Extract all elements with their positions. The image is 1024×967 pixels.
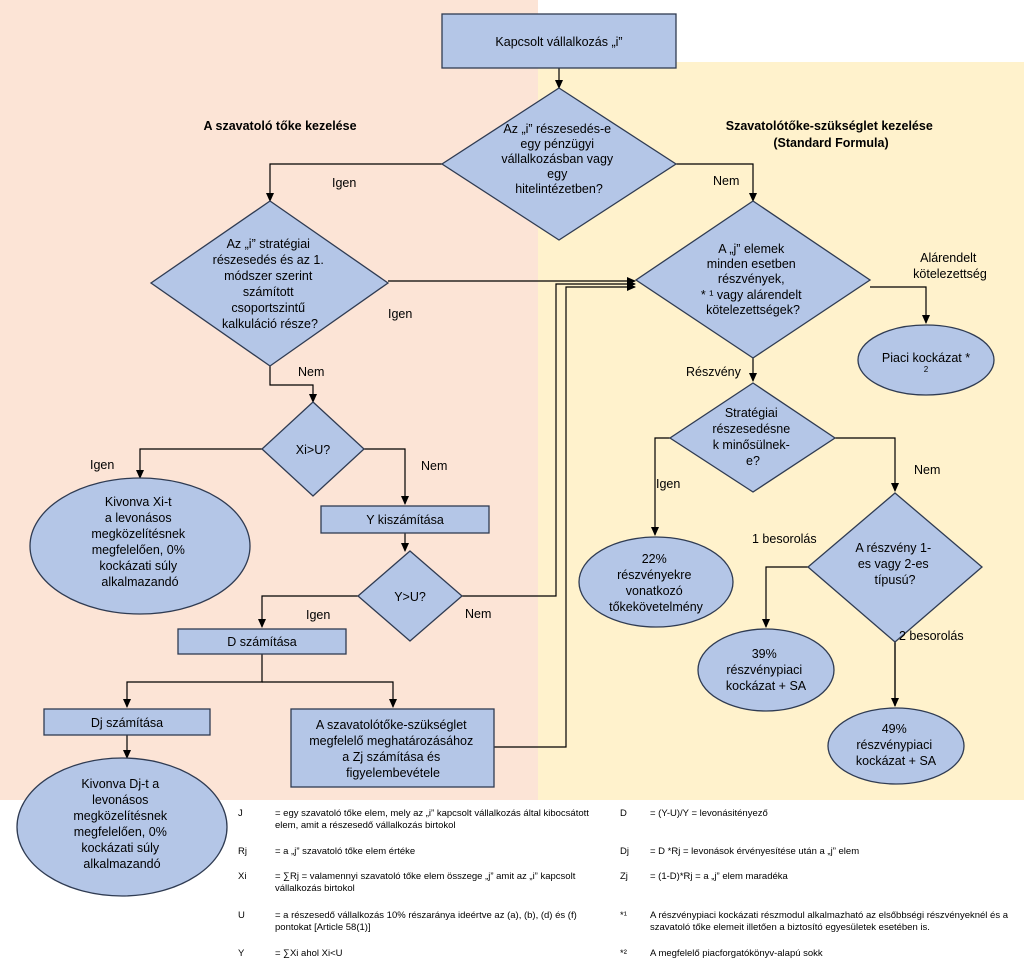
legend-symbol-rj: Rj — [238, 846, 247, 857]
label-besorolas-2: 2 besorolás — [899, 629, 964, 643]
decision-strategic-qualification-text: Stratégiai részesedésne k minősülnek- e? — [712, 406, 793, 468]
result-deduct-xi — [29, 477, 251, 615]
edge-d3-yk — [364, 448, 409, 505]
legend-table: J = egy szavatoló tőke elem, mely az „i”… — [228, 800, 1024, 967]
decision-j-elements-type — [634, 200, 872, 359]
market-risk-ellipse — [857, 324, 995, 396]
decision-strategic-participation — [149, 200, 390, 367]
legend-definition-footnote-2: A megfelelő piacforgatókönyv-alapú sokk — [650, 948, 823, 959]
edge-d4-ds — [258, 595, 358, 628]
label-d4-nem: Nem — [465, 607, 491, 621]
edge-ds-split — [123, 654, 263, 708]
label-alarendelt: Alárendelt kötelezettség — [913, 251, 987, 281]
dj-calculation-box-text: Dj számítása — [91, 716, 163, 730]
d-calculation-box — [177, 628, 347, 655]
legend-symbol-j: J — [238, 808, 243, 819]
edge-d2-d3 — [269, 366, 317, 403]
market-risk-ellipse-text: Piaci kockázat * — [882, 351, 970, 365]
result-22-percent-text: 22% részvényekre vonatkozó tőkekövetelmé… — [609, 552, 704, 614]
result-49-percent — [827, 707, 965, 785]
edge-d1-d2 — [266, 163, 442, 202]
result-22-percent — [578, 536, 734, 628]
y-calculation-box — [320, 505, 490, 534]
legend-definition-zj: = (1-D)*Rj = a „j” elem maradéka — [650, 871, 788, 882]
dj-calculation-box — [43, 708, 211, 736]
legend-definition-d: = (Y-U)/Y = levonásitényező — [650, 808, 768, 819]
label-d6-igen: Igen — [656, 477, 680, 491]
market-risk-footnote-mark: 2 — [924, 365, 929, 374]
decision-strategic-participation-text: Az „i” stratégiai részesedés és az 1. mó… — [213, 237, 328, 331]
legend-symbol-footnote-2: *² — [620, 948, 627, 959]
edge-d7-e39 — [762, 566, 808, 628]
edge-d5-piaci — [870, 286, 930, 324]
legend-definition-rj: = a „j” szavatoló tőke elem értéke — [275, 846, 416, 857]
label-d3-nem: Nem — [421, 459, 447, 473]
label-d1-igen: Igen — [332, 176, 356, 190]
edge-labels: Igen Nem Igen Nem Igen Nem Igen Nem Alár… — [90, 174, 987, 643]
decision-j-elements-type-text: A „j” elemek minden esetben részvények, … — [701, 242, 805, 317]
legend-definition-dj: = D *Rj = levonások érvényesítése után a… — [650, 846, 860, 857]
left-section-title: A szavatoló tőke kezelése — [203, 119, 356, 133]
edge-d3-e1 — [136, 448, 262, 479]
result-deduct-dj-text: Kivonva Dj-t a levonásos megközelítésnek… — [73, 777, 170, 871]
start-box — [441, 13, 677, 69]
decision-y-greater-u — [357, 550, 463, 642]
legend-symbol-zj: Zj — [620, 871, 628, 882]
edge-zj-d5 — [494, 283, 636, 748]
d-calculation-box-text: D számítása — [227, 635, 297, 649]
legend-symbol-d: D — [620, 808, 627, 819]
decision-y-greater-u-text: Y>U? — [394, 590, 426, 604]
decision-financial-undertaking-text: Az „i” részesedés-e egy pénzügyi vállalk… — [501, 122, 616, 196]
legend-definition-j: = egy szavatoló tőke elem, mely az „i” k… — [275, 808, 589, 831]
label-d3-igen: Igen — [90, 458, 114, 472]
label-d2-igen: Igen — [388, 307, 412, 321]
legend-symbol-y: Y — [238, 948, 245, 959]
result-deduct-xi-text: Kivonva Xi-t a levonásos megközelítésnek… — [91, 495, 188, 589]
legend-symbol-u: U — [238, 910, 245, 921]
edge-d6-d7 — [835, 437, 899, 492]
decision-share-type — [807, 492, 983, 643]
legend-definition-footnote-1: A részvénypiaci kockázati részmodul alka… — [650, 910, 1009, 933]
edges — [123, 68, 930, 759]
decision-share-type-text: A részvény 1- es vagy 2-es típusú? — [855, 541, 934, 587]
result-39-percent-text: 39% részvénypiaci kockázat + SA — [726, 647, 807, 693]
result-39-percent — [697, 628, 835, 712]
decision-xi-greater-u-text: Xi>U? — [296, 443, 330, 457]
legend-definition-xi: = ∑Rj = valamennyi szavatoló tőke elem ö… — [275, 871, 576, 894]
label-d2-nem: Nem — [298, 365, 324, 379]
edge-ds-zj — [262, 681, 397, 708]
label-reszveny: Részvény — [686, 365, 742, 379]
edge-d4-d5 — [462, 280, 636, 597]
right-section-title: Szavatolótőke-szükséglet kezelése (Stand… — [726, 119, 937, 150]
edge-d1-d5 — [676, 163, 757, 202]
result-deduct-dj — [16, 757, 228, 897]
start-box-text: Kapcsolt vállalkozás „i” — [495, 35, 622, 49]
edge-d6-e22 — [651, 437, 670, 536]
zj-calculation-box — [290, 708, 495, 788]
left-section-background — [0, 0, 538, 800]
zj-calculation-box-text: A szavatolótőke-szükséglet megfelelő meg… — [309, 718, 476, 780]
legend-symbol-dj: Dj — [620, 846, 629, 857]
y-calculation-box-text: Y kiszámítása — [366, 513, 444, 527]
decision-financial-undertaking — [440, 87, 678, 241]
legend-definition-u: = a részesedő vállalkozás 10% részaránya… — [275, 910, 577, 933]
label-d1-nem: Nem — [713, 174, 739, 188]
legend-symbol-footnote-1: *¹ — [620, 910, 627, 921]
decision-strategic-qualification — [668, 382, 837, 493]
decision-xi-greater-u — [261, 401, 365, 497]
label-d4-igen: Igen — [306, 608, 330, 622]
legend-symbol-xi: Xi — [238, 871, 247, 882]
legend-definition-y: = ∑Xi ahol Xi<U — [275, 948, 343, 959]
result-49-percent-text: 49% részvénypiaci kockázat + SA — [856, 722, 937, 768]
label-besorolas-1: 1 besorolás — [752, 532, 817, 546]
label-d6-nem: Nem — [914, 463, 940, 477]
